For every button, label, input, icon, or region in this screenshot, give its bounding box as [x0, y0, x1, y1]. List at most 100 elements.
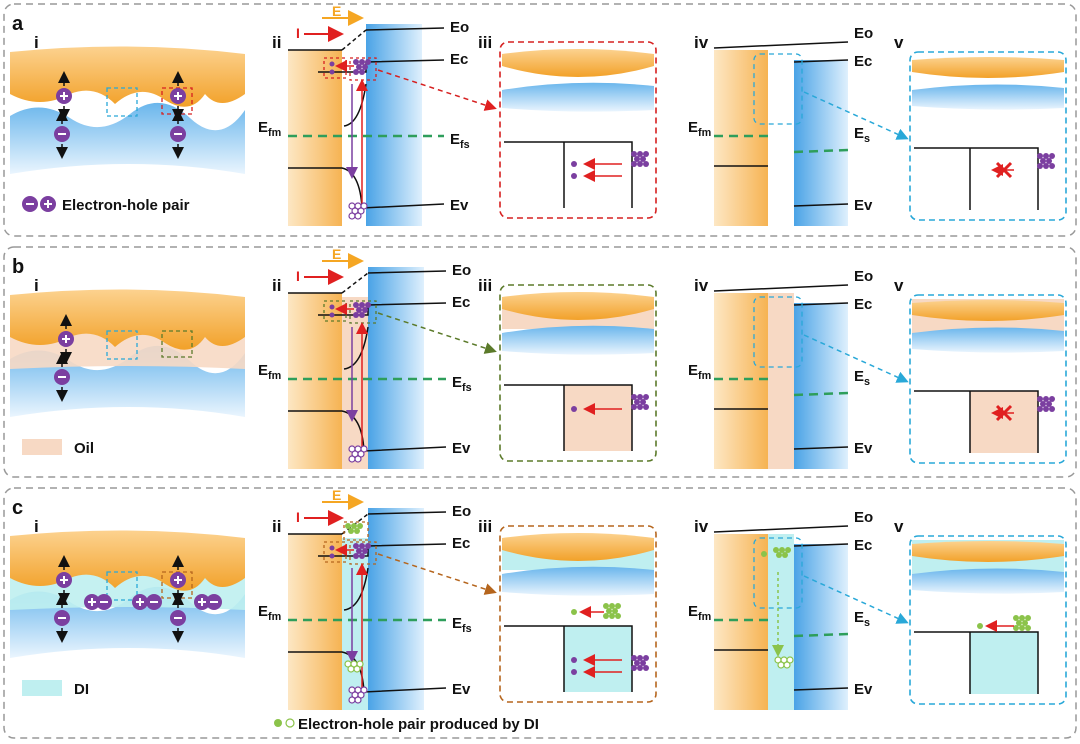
- subpanel-v-label: v: [894, 276, 904, 295]
- subpanel-iii-label: iii: [478, 517, 492, 536]
- electron-dot: [362, 64, 368, 70]
- subpanel-i-label: i: [34, 33, 39, 52]
- Efs-label: Efs: [452, 374, 472, 394]
- hole-dot: [786, 656, 794, 664]
- iv-Ec-line: [793, 302, 849, 306]
- electron-dot: [359, 302, 365, 308]
- hole-dot: [357, 691, 365, 699]
- hole-dot: [285, 718, 295, 728]
- electron-dot: [637, 655, 643, 661]
- panel-frame: [3, 246, 1077, 478]
- positive-charge-icon: [56, 88, 72, 104]
- electron-dot: [359, 69, 365, 75]
- electron-dot: [353, 59, 359, 65]
- current-label: I: [296, 509, 300, 525]
- electron-dot: [634, 660, 640, 666]
- iv-Ev-semi: [793, 446, 849, 450]
- electron-dot: [643, 151, 649, 157]
- panel-letter: b: [12, 256, 24, 278]
- caption-label: Electron-hole pair produced by DI: [298, 716, 539, 733]
- iv-metal-region: [714, 534, 768, 710]
- Efm-label: Efm: [258, 603, 281, 623]
- electron-dot: [606, 608, 612, 614]
- electron-dot: [571, 173, 577, 179]
- electron-dot: [631, 151, 637, 157]
- hole-dot: [360, 686, 368, 694]
- iv-zoom-box: [753, 53, 803, 125]
- negative-charge-icon: [146, 594, 162, 610]
- iv-Ev-label: Ev: [854, 197, 873, 214]
- electron-dot: [329, 69, 335, 75]
- hole-dot: [348, 696, 356, 704]
- electron-dot: [353, 543, 359, 549]
- electron-dot: [359, 312, 365, 318]
- subpanel-iv-label: iv: [694, 517, 709, 536]
- Ec-label: Ec: [452, 535, 470, 552]
- iv-Ev-semi: [793, 203, 849, 207]
- iv-Eo-label: Eo: [854, 25, 873, 42]
- Eo-label: Eo: [450, 19, 469, 36]
- positive-charge-icon: [58, 331, 74, 347]
- legend-label: Oil: [74, 440, 94, 457]
- hole-dot: [360, 445, 368, 453]
- zoom-band-lines: [504, 384, 633, 451]
- iv-Eo-line: [713, 525, 849, 533]
- v-top-material: [912, 541, 1064, 562]
- electron-dot: [643, 655, 649, 661]
- iv-Eo-line: [713, 284, 849, 292]
- zoom-pointer-arrow: [377, 69, 497, 111]
- electron-dot: [1043, 153, 1049, 159]
- iv-zoom-box: [753, 296, 803, 368]
- iv-zoom-pointer-arrow: [803, 334, 909, 383]
- subpanel-i-label: i: [34, 276, 39, 295]
- vacuum-step: [341, 272, 369, 294]
- semiconductor-region: [366, 24, 422, 226]
- iv-semiconductor-region: [794, 544, 848, 710]
- zoom-gap-medium: [564, 385, 632, 451]
- v-bottom-material: [912, 84, 1064, 110]
- subpanel-i: iDI: [10, 517, 245, 698]
- iv-Efm-label: Efm: [688, 119, 711, 139]
- electron-dot: [362, 548, 368, 554]
- positive-charge-icon: [56, 572, 72, 588]
- metal-region: [288, 534, 342, 710]
- electron-dot: [353, 302, 359, 308]
- electron-dot: [274, 719, 282, 727]
- iv-Es-label: Es: [854, 125, 870, 145]
- legend-swatch: [22, 680, 62, 696]
- Ec-label: Ec: [450, 51, 468, 68]
- subpanel-iii-label: iii: [478, 33, 492, 52]
- hole-dot: [783, 661, 791, 669]
- electron-dot: [637, 665, 643, 671]
- positive-charge-icon: [84, 594, 100, 610]
- electron-dot: [365, 543, 371, 549]
- iv-Ec-label: Ec: [854, 296, 872, 313]
- electron-dot: [359, 543, 365, 549]
- Eo-line: [367, 270, 447, 274]
- iv-Eo-label: Eo: [854, 268, 873, 285]
- iv-Ec-label: Ec: [854, 53, 872, 70]
- hole-dot: [354, 212, 362, 220]
- subpanel-v-label: v: [894, 33, 904, 52]
- iv-fermi-semi: [793, 391, 849, 397]
- subpanel-v: v: [894, 276, 1067, 464]
- subpanel-iii: iii: [478, 33, 657, 219]
- iv-Eo-line: [713, 41, 849, 49]
- electron-dot: [329, 545, 335, 551]
- v-band-lines: [914, 147, 1039, 210]
- blocked-x-icon: [995, 404, 1013, 422]
- panel-letter: c: [12, 497, 23, 519]
- negative-charge-icon: [96, 594, 112, 610]
- positive-charge-icon: [170, 572, 186, 588]
- vacuum-step: [341, 29, 367, 51]
- v-band-lines: [914, 390, 1039, 453]
- hole-dot: [348, 212, 356, 220]
- electron-dot: [1037, 153, 1043, 159]
- iv-Ec-label: Ec: [854, 537, 872, 554]
- legend-swatch: [22, 439, 62, 455]
